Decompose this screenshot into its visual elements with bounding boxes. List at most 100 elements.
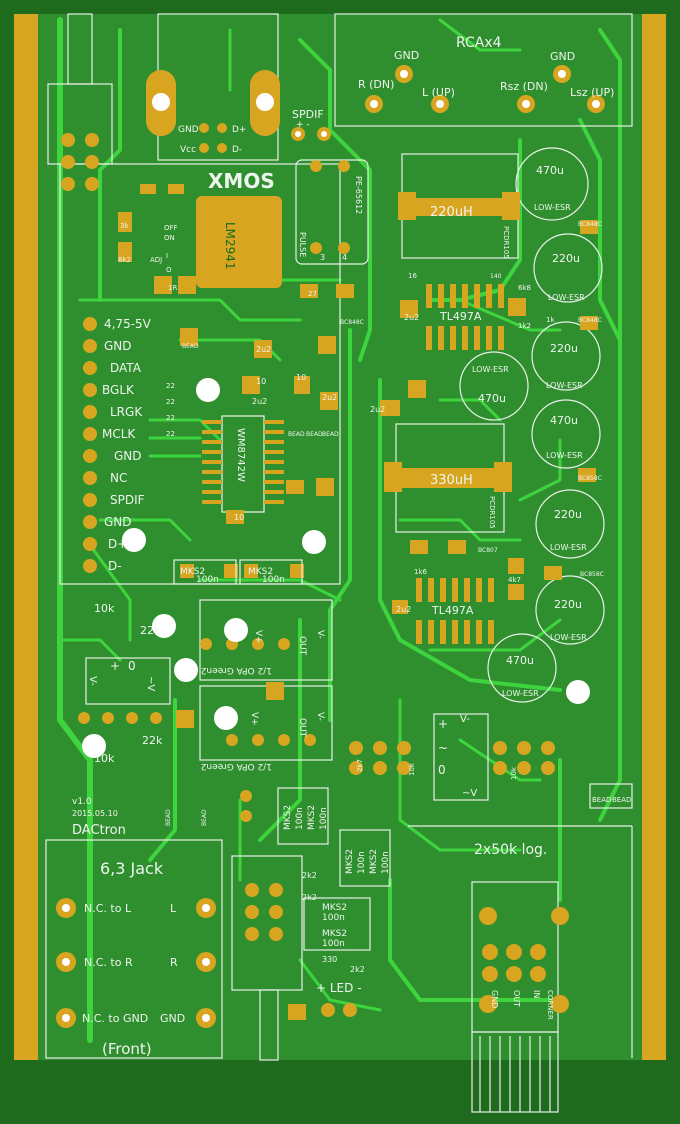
lbl-2u2-5: 2u2 (370, 405, 385, 414)
lbl-bead-5: BEAD (592, 796, 611, 804)
hdr-label-9: GND (104, 515, 132, 529)
pot-in: IN (532, 990, 541, 998)
reg2-plus: + (438, 717, 448, 731)
lbl-bead-7: BEAD (165, 809, 172, 826)
mks-3: MKS2 (283, 805, 293, 830)
lbl-r10-1: 10 (256, 377, 266, 386)
mks-5-val: 100n (357, 851, 367, 874)
xmos-label: XMOS (208, 169, 275, 193)
r4k7: 4k7 (508, 576, 521, 584)
lbl-r10-3: 10 (234, 513, 244, 522)
mks-7-val: 100n (322, 913, 345, 923)
rca-gnd2-label: GND (550, 50, 575, 63)
silk-labels: RCAx4 GND R (DN) L (UP) Rsz (DN) GND Lsz… (72, 35, 631, 1058)
opa1-vminus: V- (315, 630, 325, 639)
hdr-label-10: D+ (108, 537, 127, 551)
r22k-1: 22k (140, 624, 161, 637)
r1k6: 1k6 (414, 568, 428, 576)
bc807: BC807 (478, 547, 498, 554)
pot-out: OUT (512, 990, 521, 1007)
hdr-label-4: LRGK (110, 405, 143, 419)
wm8742-label: WM8742W (235, 428, 246, 482)
pot-gnd: GND (490, 990, 499, 1008)
lbl-2u2-6: 2u2 (396, 605, 411, 614)
led-label: + LED - (316, 981, 362, 995)
pulse-pin4: 4 (342, 253, 347, 262)
rail-left (14, 14, 38, 1060)
opa2-out: OUT (297, 718, 307, 738)
bc848-1: BC848C (578, 221, 602, 228)
jack-l: L (170, 902, 177, 915)
cap8-type: LOW-ESR (502, 689, 539, 698)
cap2-type: LOW-ESR (548, 293, 585, 302)
hdr-label-11: D- (108, 559, 122, 573)
pcdr1-label: PCDR105 (502, 226, 510, 259)
reg2-zero: 0 (438, 763, 446, 777)
r2k2-3: 2k2 (350, 965, 365, 974)
ind1-label: 220uH (430, 205, 473, 220)
cap6-type: LOW-ESR (550, 543, 587, 552)
cap7-value: 220u (554, 598, 582, 611)
usb-dminus-label: D- (232, 145, 242, 155)
rca-l-label: L (UP) (422, 86, 455, 99)
bc848-3: BC848C (340, 319, 364, 326)
cap3-value: 220u (550, 342, 578, 355)
pe-label: PE-65612 (354, 176, 363, 214)
jack-ncr: N.C. to R (84, 956, 133, 969)
mks-2: MKS2 (248, 567, 273, 577)
mks-4: MKS2 (307, 805, 317, 830)
hdr-label-8: SPDIF (110, 493, 145, 507)
cap4-value: 470u (478, 392, 506, 405)
r2k7: 2k7 (356, 759, 364, 772)
r140: 140 (490, 273, 502, 280)
r1k2: 1k2 (518, 322, 531, 330)
lbl-on: ON (164, 234, 175, 242)
ind2-label: 330uH (430, 473, 473, 488)
pcdr2-label: PCDR105 (488, 496, 496, 529)
bc858-2: BC858C (580, 571, 604, 578)
cap6-value: 220u (554, 508, 582, 521)
jack-ncg: N.C. to GND (82, 1012, 148, 1025)
lbl-bead-2: BEAD (306, 431, 323, 438)
mks-6: MKS2 (369, 849, 379, 874)
pulse-label: PULSE (298, 232, 307, 257)
r10k-4: 10k (510, 766, 518, 780)
lm2941-label: LM2941 (223, 222, 237, 270)
jack-title: 6,3 Jack (100, 859, 164, 878)
r6k8: 6k8 (518, 284, 531, 292)
lbl-2u2-3: 2u2 (322, 393, 337, 402)
lbl-adj: ADJ (150, 256, 162, 264)
hdr-label-3: BGLK (102, 383, 135, 397)
opa1-vplus: V+ (253, 630, 263, 644)
rail-right (642, 14, 666, 1060)
cap2-value: 220u (552, 252, 580, 265)
reg-vtilde: ~V (145, 676, 156, 691)
bc858-1: BC858C (578, 475, 602, 482)
mks-7: MKS2 (322, 903, 347, 913)
r10k-3: 10k (408, 762, 416, 776)
r2k2-2: 2k2 (302, 893, 317, 902)
lm2941-chip (196, 196, 282, 288)
mks-2-val: 100n (262, 575, 285, 585)
reg2-vtilde: ~V (462, 788, 477, 799)
tl1-label: TL497A (439, 310, 482, 323)
lbl-r22-2: 22 (166, 398, 175, 406)
cap5-value: 470u (550, 414, 578, 427)
mks-6-val: 100n (381, 851, 391, 874)
reg2-vminus: V- (460, 714, 470, 725)
cap4-type: LOW-ESR (472, 365, 509, 374)
reg-plus: + (110, 659, 120, 673)
lbl-2u2-1: 2u2 (256, 345, 271, 354)
opa1-label: 1/2 OPA Green2 (201, 665, 272, 675)
opa2-vplus: V+ (249, 712, 259, 726)
jack-ncl: N.C. to L (84, 902, 132, 915)
pot-title: 2x50k log. (474, 842, 547, 858)
cap8-value: 470u (506, 654, 534, 667)
rca-lsz-label: Lsz (UP) (570, 86, 614, 99)
rca-gnd1-label: GND (394, 49, 419, 62)
r1r: 1R (168, 284, 177, 292)
usb-gnd-label: GND (178, 125, 199, 135)
mks-8-val: 100n (322, 939, 345, 949)
reg-vminus: V- (87, 676, 98, 686)
